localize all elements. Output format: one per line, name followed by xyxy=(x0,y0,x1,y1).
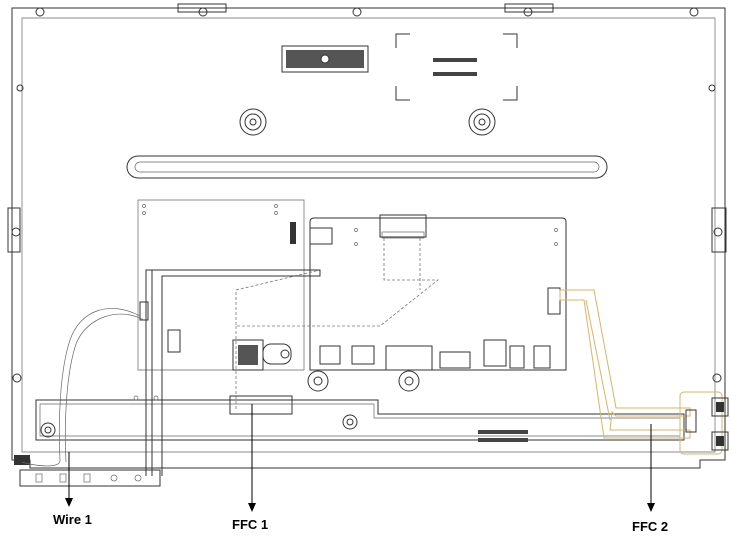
main-board xyxy=(290,214,567,392)
top-bracket xyxy=(281,33,518,101)
bottom-tray xyxy=(35,395,685,442)
mount-screws xyxy=(239,108,496,136)
ffc-2-arrowhead xyxy=(647,503,655,512)
ffc-1-arrowhead xyxy=(248,503,256,512)
panel-slot xyxy=(126,155,608,179)
leader-arrows xyxy=(65,404,655,512)
wire-1 xyxy=(21,308,145,467)
chassis-frame xyxy=(7,3,727,469)
ffc-1 xyxy=(145,269,321,476)
io-strip xyxy=(14,455,161,487)
ffc-2 xyxy=(559,289,729,455)
ffc-2-label: FFC 2 xyxy=(632,519,669,534)
ffc-1-label: FFC 1 xyxy=(232,517,269,532)
internal-ffc-dashed xyxy=(235,238,440,410)
wire-1-arrowhead xyxy=(65,498,73,507)
av-connector xyxy=(229,339,293,415)
wire-1-label: Wire 1 xyxy=(53,512,92,527)
